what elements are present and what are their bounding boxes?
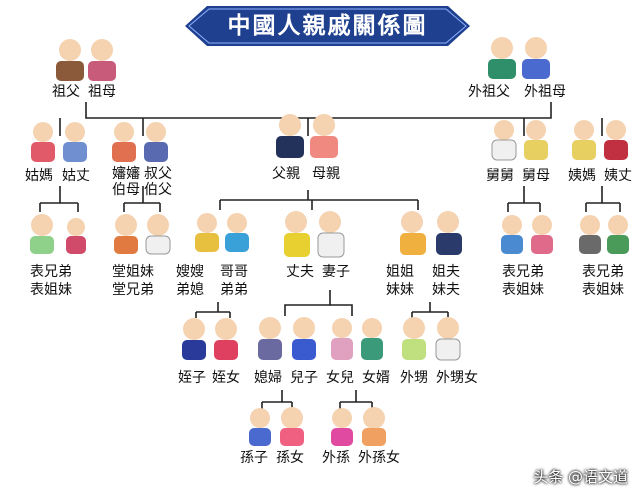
label-sister-2: 妹妹 xyxy=(386,282,414,298)
label-maternal-uncle-wife: 舅母 xyxy=(522,168,550,184)
sister-couple-figure xyxy=(400,211,462,255)
label-cousin-maternal-uncle-1: 表兄弟 xyxy=(502,264,544,280)
label-sister-in-law-2: 弟媳 xyxy=(176,282,204,298)
page-title: 中國人親戚關係圖 xyxy=(227,13,428,39)
self-couple-figure xyxy=(284,211,345,258)
label-uncle-wife-2: 伯母 xyxy=(112,182,140,198)
label-maternal-aunt-husband: 姨丈 xyxy=(604,168,632,184)
uncle-couple-figure xyxy=(112,122,168,162)
watermark: 头条 @语文道 xyxy=(533,468,628,486)
cousins-figure-2 xyxy=(114,214,171,255)
label-uncle-2: 伯父 xyxy=(144,182,172,198)
label-cousin-uncle-1: 堂姐妹 xyxy=(112,264,154,280)
label-sister-husband-2: 妹夫 xyxy=(432,282,460,298)
label-son-in-law: 女婿 xyxy=(362,370,390,386)
label-grandpa: 祖父 xyxy=(52,84,80,100)
label-sister-1: 姐姐 xyxy=(386,264,414,280)
aunt-couple-figure xyxy=(31,122,87,162)
label-cousin-uncle-2: 堂兄弟 xyxy=(112,282,154,298)
label-maternal-grandpa: 外祖父 xyxy=(468,84,510,100)
cousins-figure-4 xyxy=(579,215,629,254)
son-couple-figure xyxy=(258,317,316,360)
label-maternal-uncle: 舅舅 xyxy=(486,168,514,184)
label-nephew: 姪子 xyxy=(178,370,206,386)
maternal-aunt-couple-figure xyxy=(572,120,628,160)
label-cousin-maternal-aunt-1: 表兄弟 xyxy=(582,264,624,280)
label-cousin-maternal-aunt-2: 表姐妹 xyxy=(582,282,624,298)
label-niece: 姪女 xyxy=(212,370,240,386)
label-sister-husband-1: 姐夫 xyxy=(432,264,460,280)
maternal-uncle-couple-figure xyxy=(491,120,548,161)
label-brother-1: 哥哥 xyxy=(220,264,248,280)
cousins-figure-3 xyxy=(501,215,553,254)
label-cousin-maternal-uncle-2: 表姐妹 xyxy=(502,282,544,298)
label-aunt-paternal: 姑媽 xyxy=(25,168,53,184)
label-sister-in-law-1: 嫂嫂 xyxy=(176,264,204,280)
label-mother: 母親 xyxy=(312,166,340,182)
daughter-grandchildren-figure xyxy=(331,407,386,446)
label-father: 父親 xyxy=(272,166,300,182)
label-daughter-in-law: 媳婦 xyxy=(254,370,282,386)
title-banner: 中國人親戚關係圖 xyxy=(185,6,470,46)
brother-couple-figure xyxy=(195,213,249,252)
label-brother-2: 弟弟 xyxy=(220,282,248,298)
grandparents-figure xyxy=(56,39,116,81)
label-maternal-grandma: 外祖母 xyxy=(524,84,566,100)
label-daughter: 女兒 xyxy=(326,370,354,386)
label-daughter-granddaughter: 外孫女 xyxy=(358,450,400,466)
label-husband: 丈夫 xyxy=(286,264,314,280)
parents-figure xyxy=(276,114,338,158)
label-sister-daughter: 外甥女 xyxy=(436,370,478,386)
label-grandma: 祖母 xyxy=(88,84,116,100)
label-sister-son: 外甥 xyxy=(400,370,428,386)
label-wife: 妻子 xyxy=(322,264,350,280)
label-cousin-aunt-1: 表兄弟 xyxy=(30,264,72,280)
nephew-niece-figure xyxy=(182,318,238,360)
label-cousin-aunt-2: 表姐妹 xyxy=(30,282,72,298)
label-son: 兒子 xyxy=(290,370,318,386)
label-daughter-grandson: 外孫 xyxy=(322,450,350,466)
maternal-grandparents-figure xyxy=(488,37,550,79)
label-uncle-wife-1: 嬸嬸 xyxy=(112,166,140,182)
label-aunt-paternal-husband: 姑丈 xyxy=(62,168,90,184)
daughter-couple-figure xyxy=(331,318,383,360)
sister-children-figure xyxy=(402,317,461,361)
label-grandson: 孫子 xyxy=(240,450,268,466)
grandchildren-figure xyxy=(249,407,304,446)
label-uncle-1: 叔父 xyxy=(144,166,172,182)
cousins-figure-1 xyxy=(30,214,86,254)
label-maternal-aunt: 姨媽 xyxy=(568,168,596,184)
banner-shape xyxy=(185,6,470,46)
label-granddaughter: 孫女 xyxy=(276,450,304,466)
